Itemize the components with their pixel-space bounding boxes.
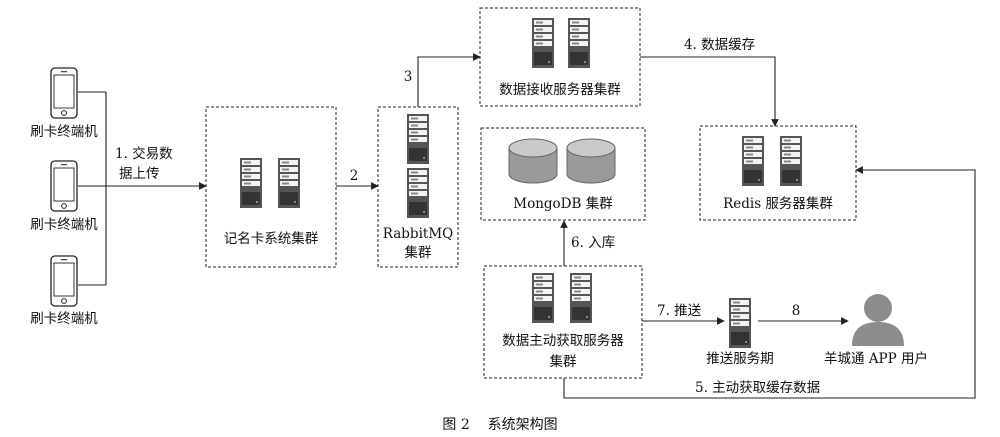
cluster-box <box>205 106 337 268</box>
terminal-1: 刷卡终端机 <box>30 67 98 140</box>
node-label: 推送服务期 <box>706 351 774 367</box>
server-icon <box>568 18 590 68</box>
edge-3-label: 3 <box>404 69 413 85</box>
figure-caption: 图 2 系统架构图 <box>442 417 557 433</box>
ticket-system-cluster: 记名卡系统集群 <box>205 106 337 268</box>
cluster-box <box>479 7 641 107</box>
server-icon <box>407 168 429 218</box>
edge-7-label: 7. 推送 <box>657 303 702 319</box>
cluster-box <box>699 125 857 221</box>
edge-1-label-line1: 1. 交易数 <box>115 145 173 162</box>
node-label: Redis 服务器集群 <box>723 196 833 212</box>
edge-1-label-line2: 据上传 <box>119 166 160 182</box>
terminal-2: 刷卡终端机 <box>30 160 98 233</box>
edge-8-label: 8 <box>792 303 801 319</box>
server-icon <box>407 114 429 164</box>
data-receiver-cluster: 数据接收服务器集群 <box>479 7 641 107</box>
mongodb-cluster: MongoDB 集群 <box>480 127 646 221</box>
phone-icon <box>50 160 78 212</box>
server-icon <box>240 158 262 208</box>
database-icon <box>508 138 558 184</box>
server-icon <box>729 298 751 348</box>
node-label-line2: 集群 <box>405 245 432 261</box>
node-label-line1: RabbitMQ <box>383 226 453 242</box>
rabbitmq-cluster: RabbitMQ 集群 <box>377 106 459 268</box>
edge-2-label: 2 <box>350 168 359 184</box>
node-label: MongoDB 集群 <box>513 196 613 212</box>
terminal-label: 刷卡终端机 <box>30 124 98 140</box>
cluster-box <box>480 127 646 221</box>
terminal-label: 刷卡终端机 <box>30 217 98 233</box>
server-icon <box>780 136 802 186</box>
server-icon <box>742 136 764 186</box>
edge-labels: 1. 交易数 据上传 2 3 4. 数据缓存 5. 主动获取缓存数据 6. 入库… <box>115 37 820 396</box>
user-icon <box>852 294 904 346</box>
data-fetcher-cluster: 数据主动获取服务器 集群 <box>483 265 643 379</box>
server-icon <box>278 158 300 208</box>
server-icon <box>570 273 592 323</box>
push-server: 推送服务期 <box>706 298 774 367</box>
app-user: 羊城通 APP 用户 <box>824 294 928 367</box>
node-label-line2: 集群 <box>550 354 578 370</box>
server-icon <box>532 273 554 323</box>
node-label: 羊城通 APP 用户 <box>824 350 928 367</box>
terminal-label: 刷卡终端机 <box>30 311 98 327</box>
connectors <box>78 53 976 399</box>
edge-6-label: 6. 入库 <box>571 235 615 251</box>
node-label-line1: 数据主动获取服务器 <box>502 333 624 349</box>
redis-cluster: Redis 服务器集群 <box>699 125 857 221</box>
terminal-3: 刷卡终端机 <box>30 255 98 327</box>
node-label: 数据接收服务器集群 <box>499 81 621 98</box>
server-icon <box>532 18 554 68</box>
edge-4-label: 4. 数据缓存 <box>684 37 755 53</box>
cluster-box <box>377 106 459 268</box>
edge-5-label: 5. 主动获取缓存数据 <box>695 380 820 396</box>
phone-icon <box>50 67 78 119</box>
database-icon <box>566 138 616 184</box>
phone-icon <box>50 255 78 307</box>
node-label: 记名卡系统集群 <box>224 231 319 247</box>
